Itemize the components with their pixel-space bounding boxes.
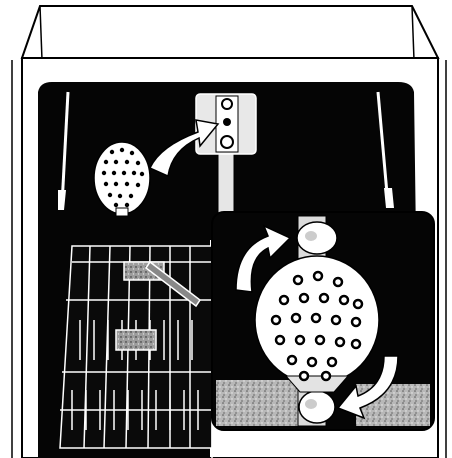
spray-arm-small [94, 142, 150, 216]
spray-arm-removal-inset [212, 212, 434, 430]
dish-rack [60, 246, 212, 458]
